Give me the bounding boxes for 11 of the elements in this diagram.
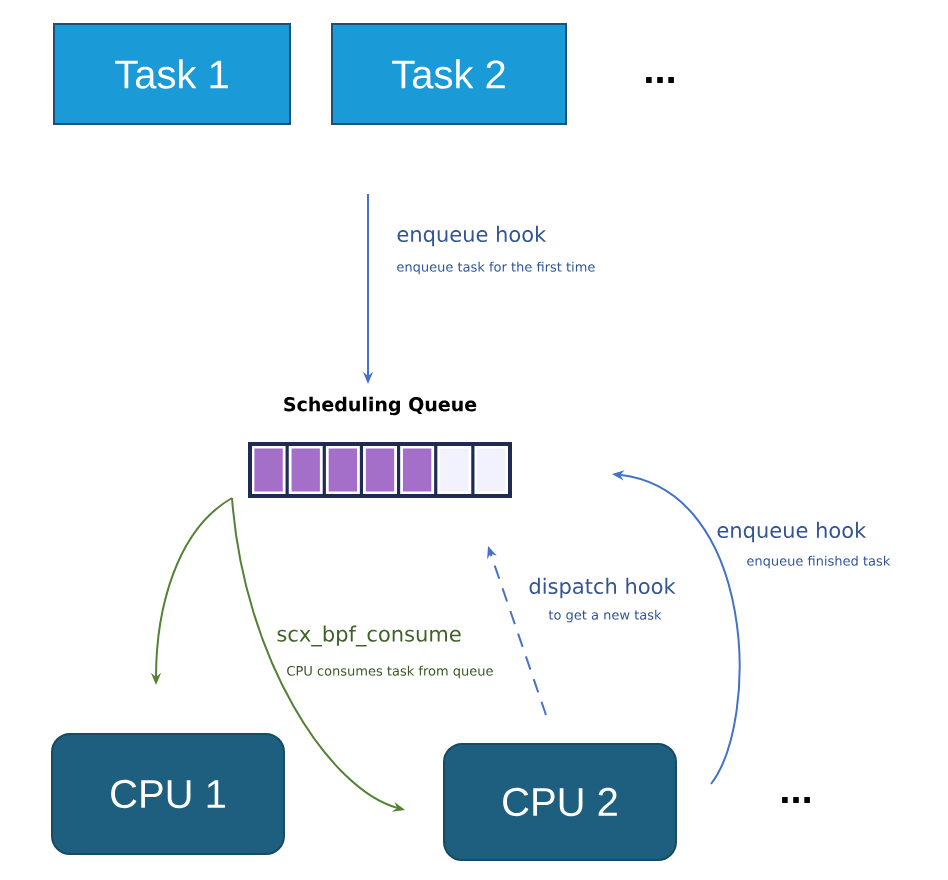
- cpu-box: CPU 1: [51, 733, 285, 855]
- edge-label: dispatch hook: [529, 577, 676, 599]
- queue-heading: Scheduling Queue: [284, 396, 477, 416]
- edge-label: scx_bpf_consume: [277, 625, 461, 647]
- edge-label: enqueue hook: [717, 521, 867, 543]
- ellipsis: ...: [782, 797, 810, 803]
- edge-label: enqueue hook: [397, 225, 547, 247]
- cpu-box: CPU 2: [443, 743, 677, 861]
- task-box: Task 2: [331, 23, 567, 125]
- task-box: Task 1: [53, 23, 291, 125]
- ellipsis: ...: [646, 77, 674, 83]
